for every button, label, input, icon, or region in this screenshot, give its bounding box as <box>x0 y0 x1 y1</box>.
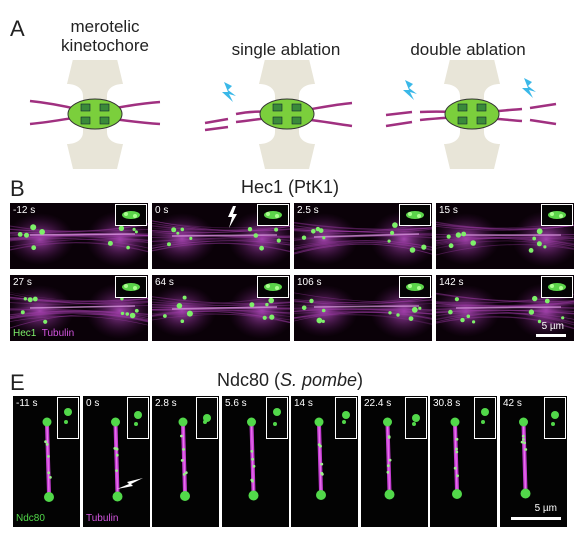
time-label: 30.8 s <box>433 398 461 409</box>
ndc80-frame: 30.8 s <box>430 396 497 527</box>
hec1-frame: 142 s 5 µm <box>436 275 574 341</box>
zoom-inset <box>474 397 496 439</box>
panel-letter-e: E <box>10 370 25 395</box>
panel-e-title: Ndc80 (S. pombe) <box>140 370 440 391</box>
channel-legend: Hec1 Tubulin <box>13 328 74 339</box>
hec1-frame: 106 s <box>294 275 432 341</box>
legend-tubulin: Tubulin <box>41 328 75 339</box>
time-label: -11 s <box>16 398 38 409</box>
caption-merotelic: merotelic kinetochore <box>30 17 180 55</box>
laser-bolt-icon <box>222 82 236 102</box>
zoom-inset <box>127 397 149 439</box>
ndc80-frame: 42 s 5 µm <box>500 396 567 527</box>
ndc80-frame: 0 s Tubulin <box>83 396 150 527</box>
laser-bolt-icon <box>226 206 238 228</box>
ndc80-frame: 22.4 s <box>361 396 428 527</box>
time-label: 2.5 s <box>297 205 319 216</box>
zoom-inset <box>399 204 431 226</box>
time-label: 42 s <box>503 398 522 409</box>
title-text: Ndc80 ( <box>216 370 280 390</box>
caption-line-2: kinetochore <box>61 36 149 55</box>
zoom-inset <box>405 397 427 439</box>
caption-line-1: single ablation <box>231 40 341 59</box>
title-species: S. pombe <box>279 370 358 390</box>
time-label: 2.8 s <box>155 398 177 409</box>
zoom-inset <box>115 276 147 298</box>
time-label: 0 s <box>155 205 169 216</box>
caption-single-ablation: single ablation <box>196 40 376 59</box>
laser-bolt-icon <box>117 476 143 490</box>
merotelic-diagram <box>29 60 161 169</box>
hec1-frame: -12 s <box>10 203 148 269</box>
ndc80-frame: 5.6 s <box>222 396 289 527</box>
hec1-frame: 27 s Hec1 Tubulin <box>10 275 148 341</box>
legend-tubulin: Tubulin <box>86 513 119 524</box>
scale-label: 5 µm <box>541 321 564 332</box>
single-ablation-diagram <box>204 60 353 169</box>
hec1-frame: 64 s <box>152 275 290 341</box>
scale-bar <box>536 334 566 337</box>
caption-double-ablation: double ablation <box>378 40 558 59</box>
time-label: 0 s <box>86 398 100 409</box>
laser-bolt-icon <box>403 80 417 100</box>
scale-bar <box>511 517 561 520</box>
caption-line-1: merotelic <box>70 17 140 36</box>
zoom-inset <box>335 397 357 439</box>
ndc80-frame: -11 s Ndc80 <box>13 396 80 527</box>
time-label: 22.4 s <box>364 398 392 409</box>
time-label: 64 s <box>155 277 174 288</box>
zoom-inset <box>399 276 431 298</box>
time-label: 14 s <box>294 398 313 409</box>
legend-ndc80: Ndc80 <box>16 513 45 524</box>
caption-line-1: double ablation <box>410 40 526 59</box>
zoom-inset <box>57 397 79 439</box>
zoom-inset <box>196 397 218 439</box>
zoom-inset <box>257 276 289 298</box>
time-label: 5.6 s <box>225 398 247 409</box>
schematic-diagrams <box>29 60 557 169</box>
panel-letter-b: B <box>10 176 25 201</box>
zoom-inset <box>541 204 573 226</box>
panel-letter-a: A <box>10 16 25 41</box>
zoom-inset <box>257 204 289 226</box>
title-close: ) <box>357 370 364 390</box>
ndc80-frame: 14 s <box>291 396 358 527</box>
zoom-inset <box>541 276 573 298</box>
zoom-inset <box>266 397 288 439</box>
scale-label: 5 µm <box>534 503 557 514</box>
zoom-inset <box>544 397 566 439</box>
time-label: 142 s <box>439 277 464 288</box>
panel-b-title: Hec1 (PtK1) <box>240 177 340 197</box>
hec1-frame: 0 s <box>152 203 290 269</box>
double-ablation-diagram <box>385 60 557 169</box>
zoom-inset <box>115 204 147 226</box>
legend-hec1: Hec1 <box>13 328 37 339</box>
hec1-frame: 15 s <box>436 203 574 269</box>
time-label: 15 s <box>439 205 458 216</box>
time-label: 106 s <box>297 277 322 288</box>
time-label: 27 s <box>13 277 32 288</box>
laser-bolt-icon <box>522 78 536 98</box>
hec1-frame: 2.5 s <box>294 203 432 269</box>
ndc80-frame: 2.8 s <box>152 396 219 527</box>
time-label: -12 s <box>13 205 36 216</box>
